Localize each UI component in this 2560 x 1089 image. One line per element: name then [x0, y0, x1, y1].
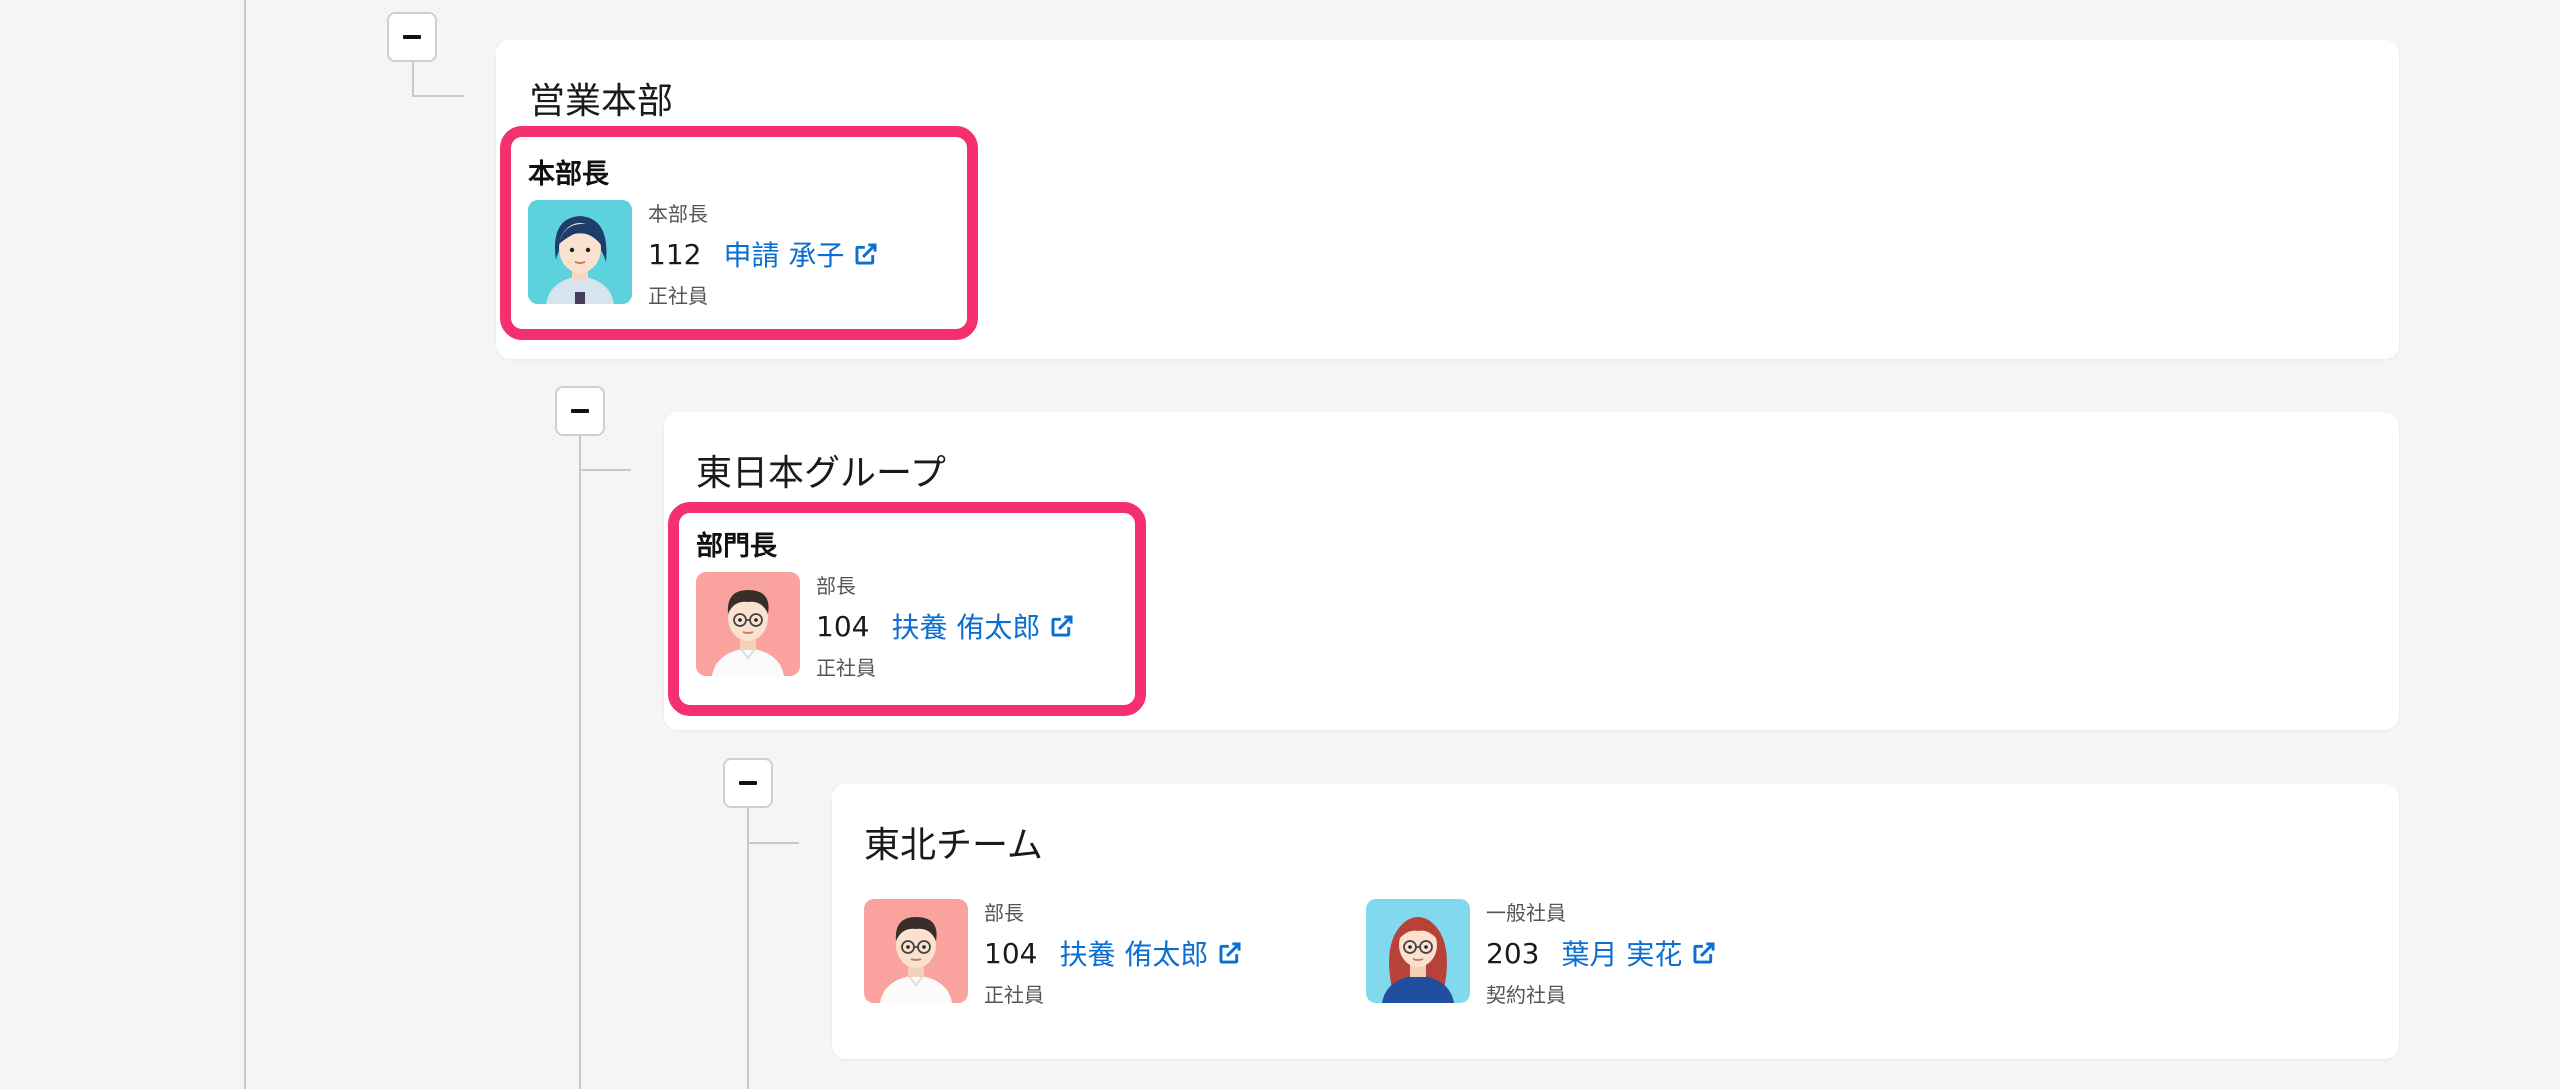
dept-card-team	[832, 784, 2399, 1059]
male-avatar-icon	[864, 899, 968, 1003]
male-avatar-icon	[696, 572, 800, 676]
employee-name-link[interactable]: 扶養 侑太郎	[891, 606, 1076, 646]
employment-type: 契約社員	[1486, 983, 1566, 1007]
member-post: 本部長	[648, 202, 708, 226]
collapse-hq-button[interactable]	[387, 12, 437, 62]
employee-name-link[interactable]: 申請 承子	[723, 234, 880, 274]
member-row: 104 扶養 侑太郎	[816, 606, 1076, 646]
employee-number: 104	[816, 609, 870, 643]
employment-type: 正社員	[984, 983, 1044, 1007]
avatar	[1366, 899, 1470, 1003]
member-post: 一般社員	[1486, 901, 1566, 925]
external-link-icon	[1216, 939, 1244, 967]
member-row: 112 申請 承子	[648, 234, 880, 274]
female-avatar-icon	[528, 200, 632, 304]
role-title: 部門長	[696, 531, 777, 562]
external-link-icon	[1690, 939, 1718, 967]
tree-line-hq	[412, 62, 414, 96]
collapse-group-button[interactable]	[555, 386, 605, 436]
head-role-highlight	[668, 502, 1146, 716]
tree-line-team	[747, 808, 749, 1089]
employee-name: 申請 承子	[723, 239, 845, 272]
role-title: 本部長	[528, 159, 609, 190]
dept-title: 東北チーム	[864, 825, 1043, 866]
tree-connector-group	[579, 469, 631, 471]
avatar	[696, 572, 800, 676]
employment-type: 正社員	[648, 284, 708, 308]
minus-icon	[403, 35, 421, 39]
employee-name-link[interactable]: 葉月 実花	[1561, 933, 1718, 973]
minus-icon	[571, 409, 589, 413]
collapse-team-button[interactable]	[723, 758, 773, 808]
member-post: 部長	[984, 901, 1024, 925]
employee-number: 203	[1486, 936, 1540, 970]
avatar	[528, 200, 632, 304]
dept-title: 営業本部	[529, 81, 674, 122]
female-avatar-icon	[1366, 899, 1470, 1003]
tree-connector-team	[747, 842, 799, 844]
tree-connector-hq	[412, 95, 464, 97]
employee-name-link[interactable]: 扶養 侑太郎	[1059, 933, 1244, 973]
employee-name: 葉月 実花	[1561, 938, 1683, 971]
tree-line-root	[244, 0, 246, 1089]
employment-type: 正社員	[816, 656, 876, 680]
member-row: 203 葉月 実花	[1486, 933, 1718, 973]
dept-title: 東日本グループ	[696, 453, 946, 494]
avatar	[864, 899, 968, 1003]
employee-number: 104	[984, 936, 1038, 970]
employee-name: 扶養 侑太郎	[1059, 938, 1209, 971]
minus-icon	[739, 781, 757, 785]
employee-number: 112	[648, 237, 702, 271]
member-post: 部長	[816, 574, 856, 598]
external-link-icon	[852, 240, 880, 268]
member-row: 104 扶養 侑太郎	[984, 933, 1244, 973]
employee-name: 扶養 侑太郎	[891, 611, 1041, 644]
tree-line-group	[579, 436, 581, 1089]
external-link-icon	[1048, 612, 1076, 640]
